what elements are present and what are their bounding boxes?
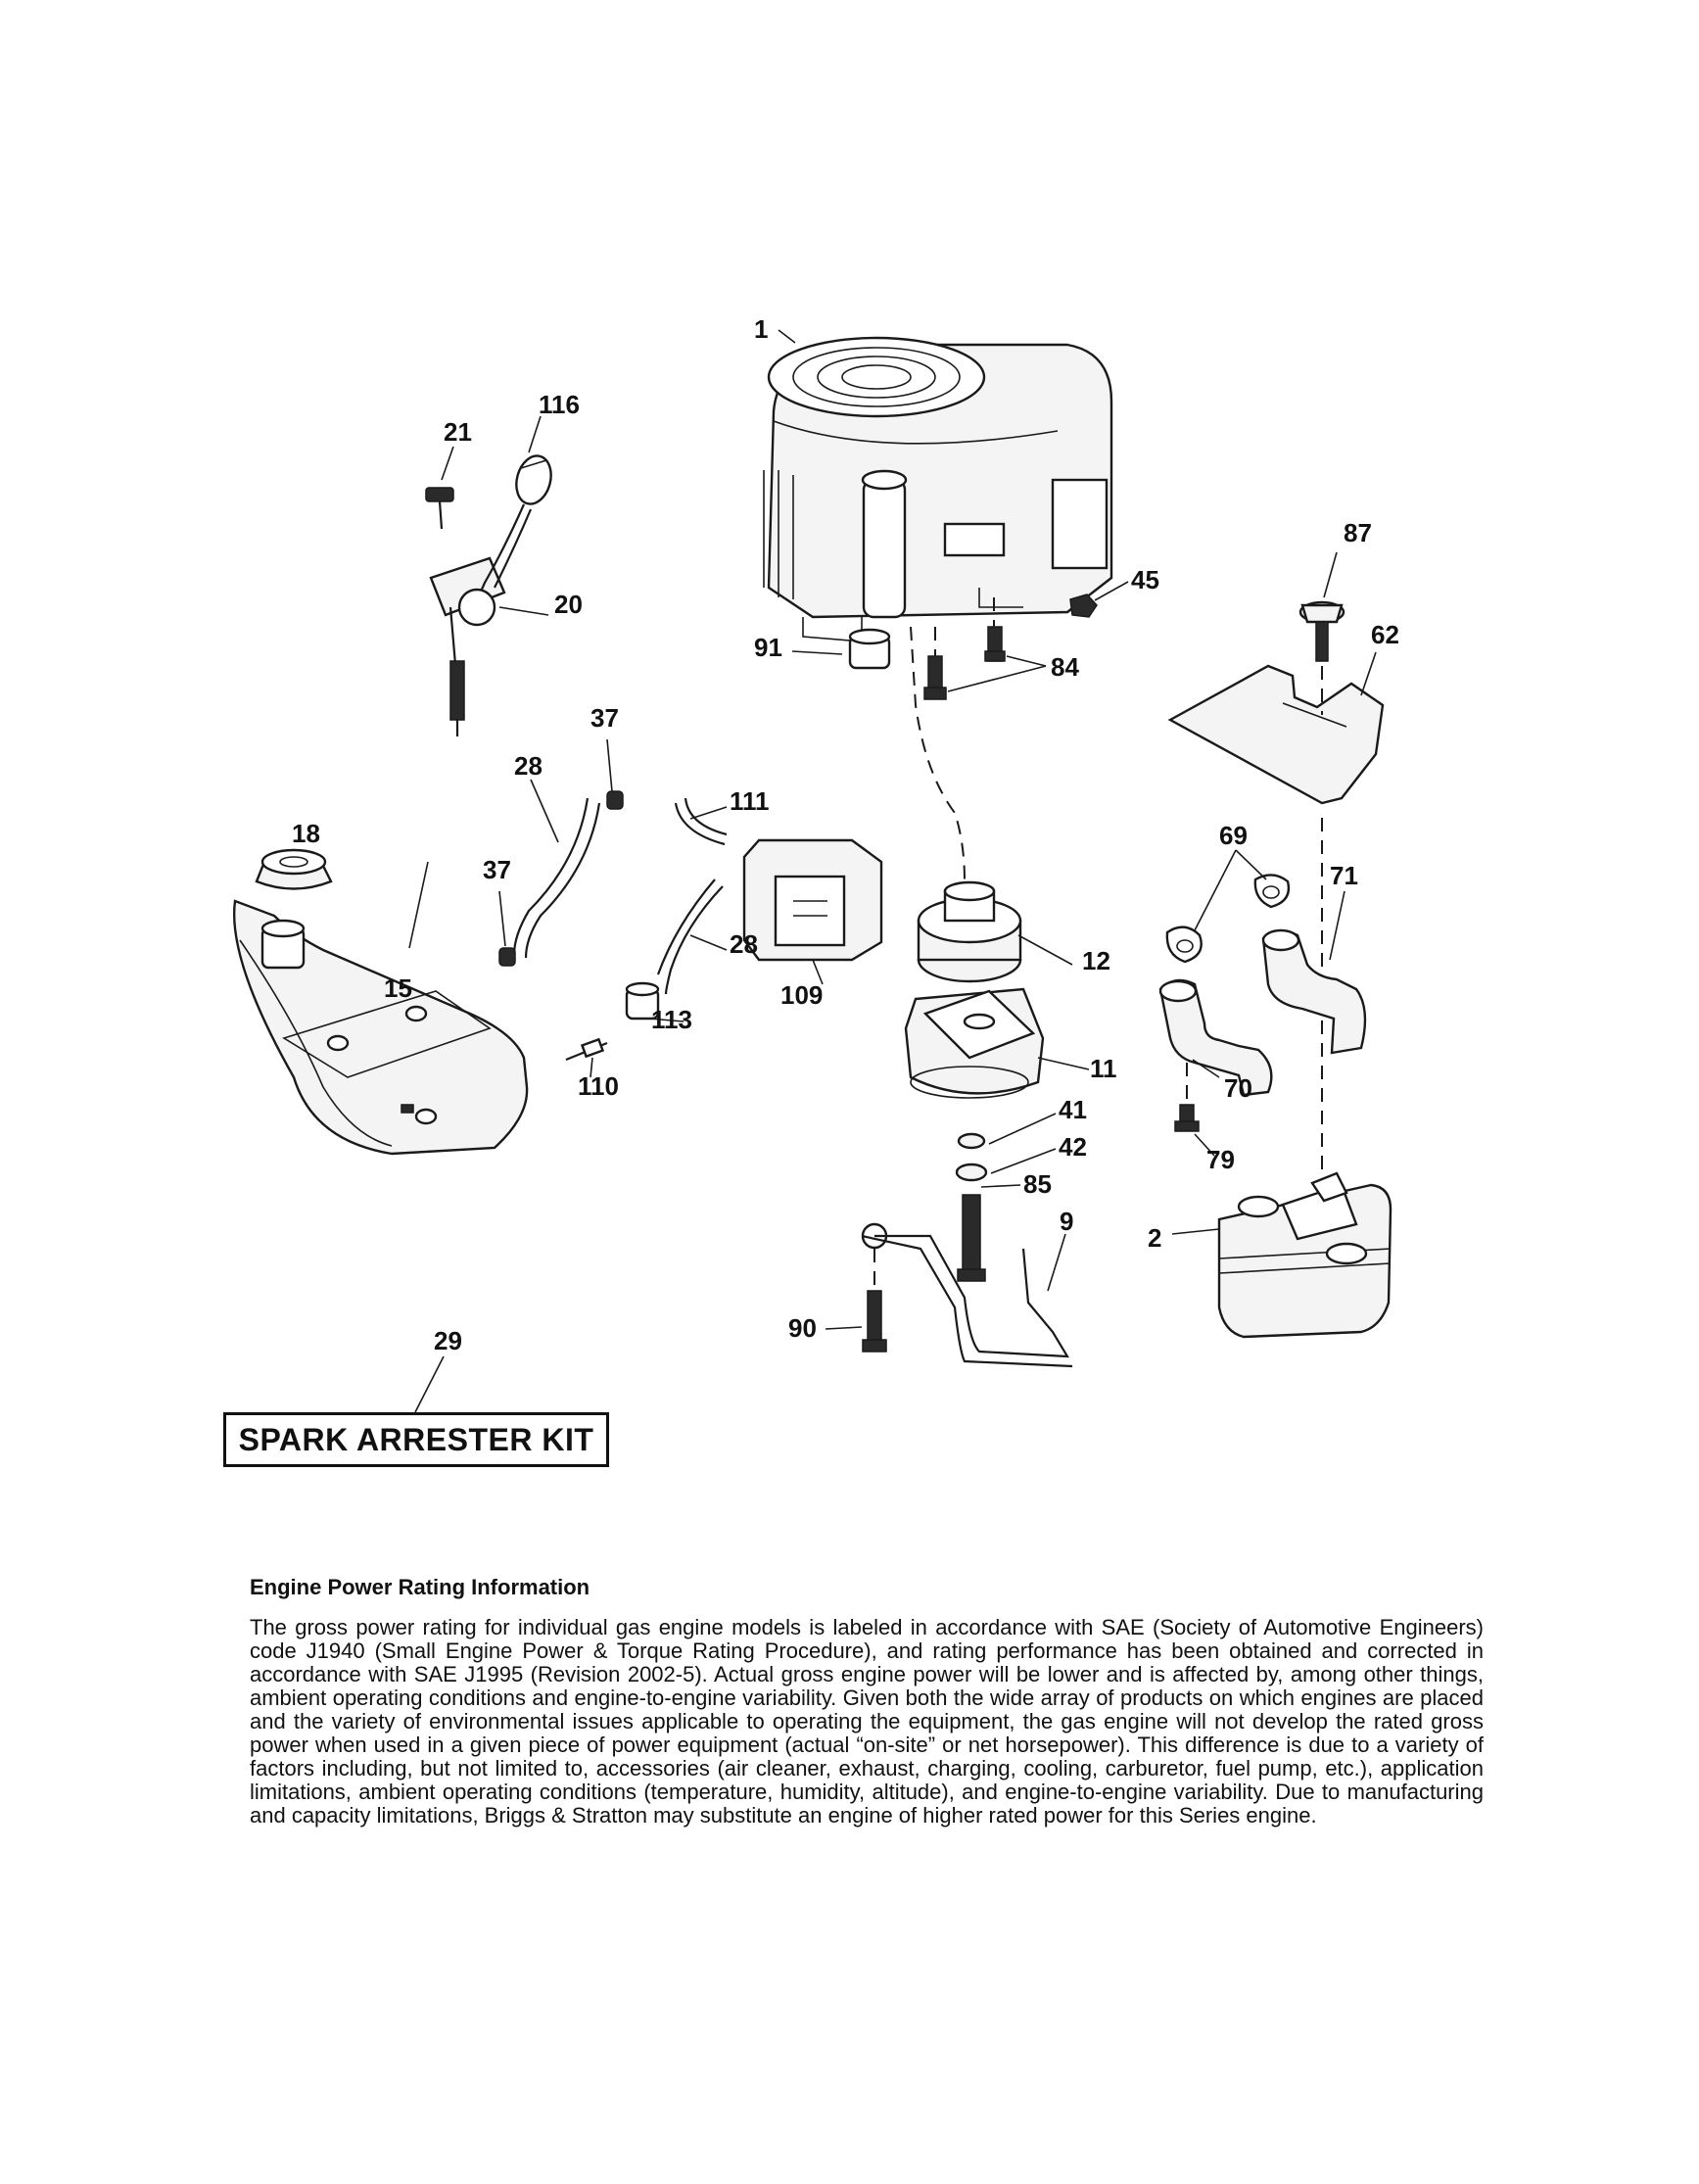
callout-12: 12 — [1082, 946, 1110, 975]
callout-85: 85 — [1023, 1169, 1052, 1199]
callout-62: 62 — [1371, 620, 1399, 649]
callout-37-upper: 37 — [590, 703, 619, 733]
callout-15: 15 — [384, 973, 412, 1003]
callout-79: 79 — [1206, 1145, 1235, 1174]
exhaust-pipe-illustration — [1158, 874, 1367, 1132]
callout-71: 71 — [1330, 861, 1358, 890]
callout-90: 90 — [788, 1313, 817, 1343]
clutch-pulley-illustration — [904, 626, 1045, 1282]
callout-11: 11 — [1090, 1054, 1117, 1083]
callout-41: 41 — [1059, 1095, 1087, 1124]
callout-1: 1 — [754, 314, 768, 344]
engine-illustration — [763, 336, 1113, 642]
heat-shield-illustration — [1167, 600, 1385, 1175]
fuel-line-illustration — [498, 790, 883, 1062]
throttle-control-illustration — [425, 454, 552, 736]
callout-84: 84 — [1051, 652, 1079, 682]
callout-18: 18 — [292, 819, 320, 848]
engine-power-rating-heading: Engine Power Rating Information — [250, 1575, 590, 1599]
callout-109: 109 — [780, 980, 823, 1010]
callout-37-lower: 37 — [483, 855, 511, 884]
callout-116: 116 — [539, 390, 580, 419]
callout-113: 113 — [651, 1005, 692, 1034]
callout-28-upper: 28 — [514, 751, 543, 781]
callout-91: 91 — [754, 633, 782, 662]
spark-arrester-kit-label: SPARK ARRESTER KIT — [223, 1412, 609, 1467]
callout-42: 42 — [1059, 1132, 1087, 1162]
callout-28-lower: 28 — [730, 929, 758, 959]
engine-mount-bolts-illustration — [848, 593, 1098, 700]
leader-lines — [408, 329, 1377, 1413]
callout-labels: 1 2 9 11 12 15 18 20 21 28 28 29 37 37 4… — [292, 314, 1399, 1355]
callout-87: 87 — [1344, 518, 1372, 547]
callout-9: 9 — [1060, 1207, 1073, 1236]
callout-2: 2 — [1148, 1223, 1161, 1253]
muffler-illustration — [1217, 1171, 1392, 1339]
callout-20: 20 — [554, 590, 583, 619]
callout-110: 110 — [578, 1071, 619, 1101]
fuel-tank-illustration — [233, 848, 529, 1156]
callout-29: 29 — [434, 1326, 462, 1355]
callout-45: 45 — [1131, 565, 1159, 594]
engine-power-rating-text: The gross power rating for individual ga… — [250, 1615, 1484, 1828]
callout-111: 111 — [730, 786, 770, 816]
callout-70: 70 — [1224, 1073, 1252, 1103]
callout-69: 69 — [1219, 821, 1248, 850]
callout-21: 21 — [444, 417, 472, 447]
muffler-bracket-illustration — [861, 1222, 1073, 1368]
